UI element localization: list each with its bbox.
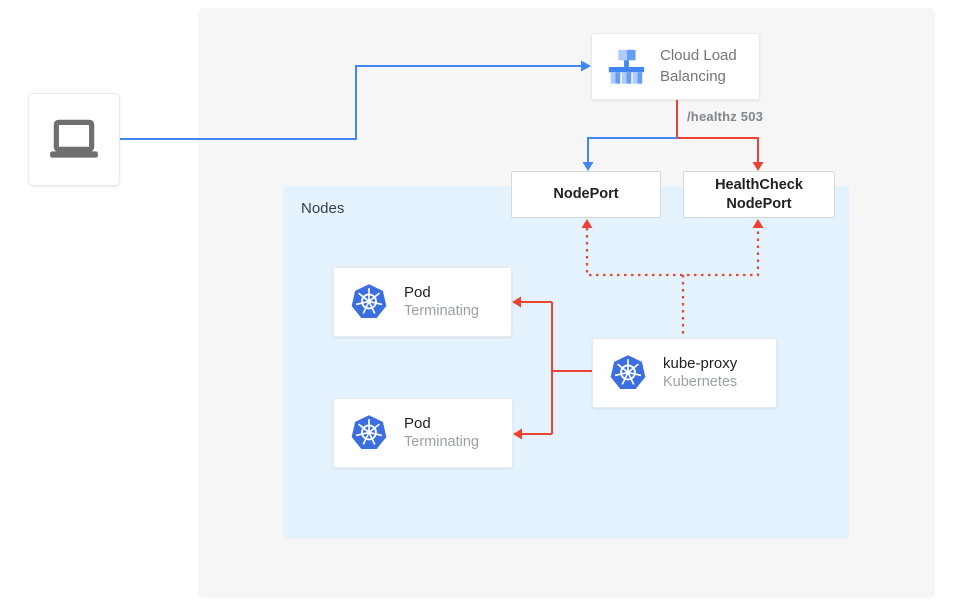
pod1-arrowhead xyxy=(512,296,521,308)
healthz-status-label: /healthz 503 xyxy=(687,109,764,124)
kubernetes-icon xyxy=(610,355,646,389)
kubeproxy-to-pods-connector xyxy=(521,301,592,435)
dotted-arrowhead-nodeport xyxy=(581,219,593,228)
kubernetes-icon xyxy=(351,415,387,449)
pod-terminating-node-1: Pod Terminating xyxy=(333,267,512,337)
kubernetes-icon xyxy=(351,284,387,318)
lb-to-healthcheck-connector xyxy=(677,137,759,162)
pod2-arrowhead xyxy=(513,428,522,440)
nodeport-node: NodePort xyxy=(511,171,661,218)
kube-proxy-title: kube-proxy xyxy=(663,354,738,372)
kubeproxy-to-ports-dotted-connector xyxy=(585,228,760,277)
lb-to-nodeport-connector xyxy=(587,137,677,162)
lb-to-healthcheck-arrowhead xyxy=(752,162,764,171)
cloud-load-balancing-icon xyxy=(608,49,645,84)
nodeport-label: NodePort xyxy=(553,186,619,203)
lb-to-nodeport-arrowhead xyxy=(582,162,594,171)
dotted-arrowhead-healthcheck xyxy=(752,219,764,228)
client-laptop-node xyxy=(28,93,120,186)
client-to-lb-arrowhead xyxy=(581,60,591,72)
pod-terminating-node-2: Pod Terminating xyxy=(333,398,513,468)
pod-title: Pod xyxy=(404,283,431,301)
pod-status: Terminating xyxy=(404,434,479,451)
pod-title: Pod xyxy=(404,414,431,432)
healthcheck-nodeport-node: HealthCheck NodePort xyxy=(683,171,835,218)
pod-status: Terminating xyxy=(404,303,479,320)
cloud-load-balancing-node: Cloud Load Balancing xyxy=(591,33,760,100)
laptop-icon xyxy=(50,119,98,158)
nodes-group-label: Nodes xyxy=(301,200,345,217)
client-to-lb-connector xyxy=(120,65,581,140)
healthcheck-nodeport-label: HealthCheck NodePort xyxy=(715,176,803,212)
kube-proxy-node: kube-proxy Kubernetes xyxy=(592,338,777,408)
kube-proxy-subtitle: Kubernetes xyxy=(663,374,738,391)
cloud-load-balancing-label: Cloud Load Balancing xyxy=(660,47,737,85)
